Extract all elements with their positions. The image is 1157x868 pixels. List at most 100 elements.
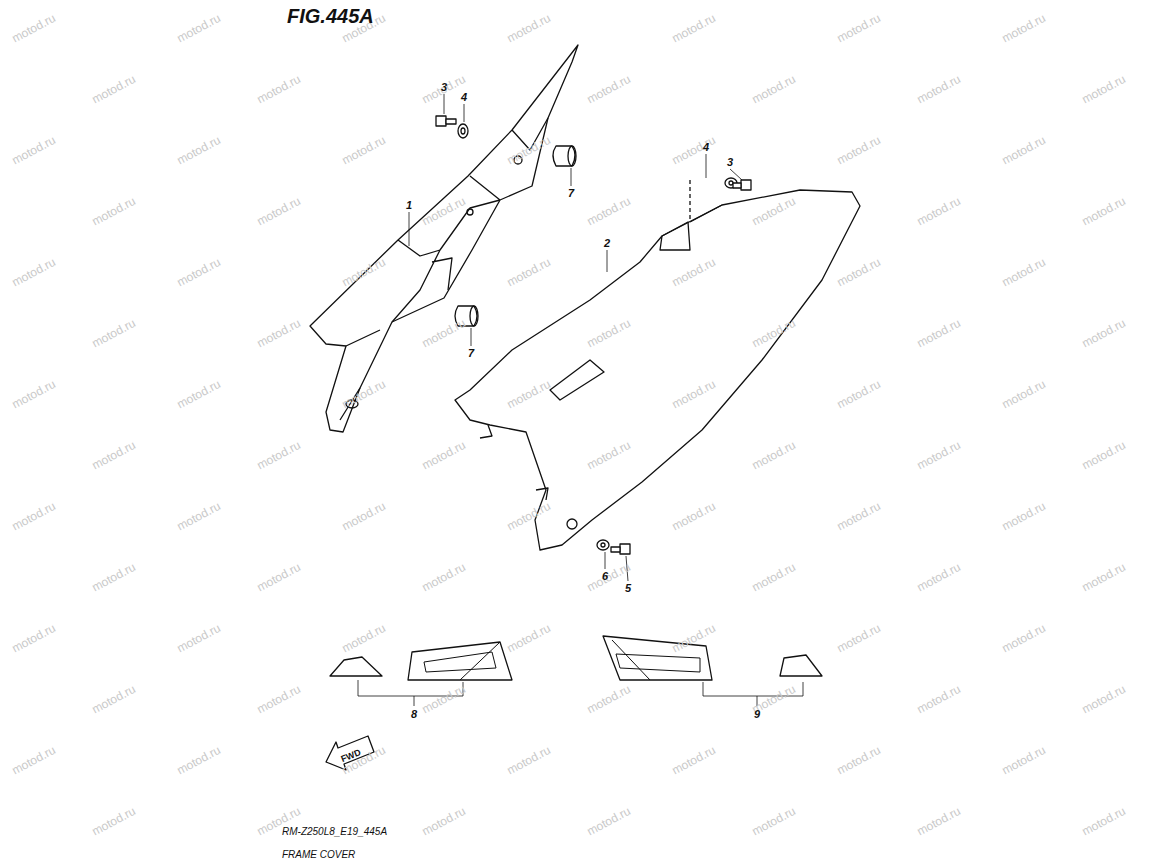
watermark: motod.ru [1080,195,1127,228]
watermark: motod.ru [1080,683,1127,716]
watermark: motod.ru [255,683,302,716]
watermark: motod.ru [1000,622,1047,655]
watermark: motod.ru [175,134,222,167]
watermark: motod.ru [420,805,467,838]
watermark: motod.ru [340,500,387,533]
watermark: motod.ru [255,195,302,228]
watermark: motod.ru [175,500,222,533]
callout-number: 2 [604,238,610,249]
watermark: motod.ru [340,622,387,655]
callout-number: 8 [411,709,417,720]
callout-number: 6 [602,571,608,582]
watermark: motod.ru [670,500,717,533]
watermark: motod.ru [90,73,137,106]
watermark: motod.ru [175,256,222,289]
watermark: motod.ru [835,256,882,289]
mount-hole [567,519,577,529]
watermark: motod.ru [175,744,222,777]
watermark: motod.ru [750,73,797,106]
watermark: motod.ru [835,744,882,777]
watermark: motod.ru [585,683,632,716]
watermark: motod.ru [915,73,962,106]
model-code: RM-Z250L8_E19_445A [282,827,387,837]
callout-number: 3 [441,82,447,93]
watermark: motod.ru [1080,439,1127,472]
watermark: motod.ru [1080,805,1127,838]
watermark: motod.ru [835,134,882,167]
watermark: motod.ru [915,805,962,838]
bolt [611,544,630,554]
watermark: motod.ru [10,622,57,655]
watermark: motod.ru [505,744,552,777]
watermark: motod.ru [915,317,962,350]
watermark: motod.ru [915,195,962,228]
watermark: motod.ru [750,805,797,838]
decal [408,642,512,680]
watermark: motod.ru [255,561,302,594]
watermark: motod.ru [1000,134,1047,167]
watermark: motod.ru [420,683,467,716]
watermark: motod.ru [835,12,882,45]
watermark: motod.ru [420,439,467,472]
watermark: motod.ru [915,439,962,472]
watermark: motod.ru [10,134,57,167]
frame-cover-right-detail [480,205,722,500]
watermark: motod.ru [1080,561,1127,594]
watermark: motod.ru [10,256,57,289]
mount-hole [467,209,473,215]
callout-number: 4 [461,92,467,103]
watermark: motod.ru [10,378,57,411]
watermark: motod.ru [255,73,302,106]
decal [780,655,822,676]
watermark: motod.ru [670,744,717,777]
watermark: motod.ru [1000,378,1047,411]
watermark: motod.ru [10,500,57,533]
watermark: motod.ru [585,805,632,838]
watermark: motod.ru [750,439,797,472]
callout-number: 3 [727,157,733,168]
watermark: motod.ru [10,12,57,45]
figure-caption: FRAME COVER [282,850,355,860]
callout-number: 9 [754,709,760,720]
watermark: motod.ru [505,12,552,45]
watermark: motod.ru [90,683,137,716]
callout-number: 7 [568,188,574,199]
watermark: motod.ru [1000,500,1047,533]
watermark: motod.ru [835,500,882,533]
watermark: motod.ru [90,317,137,350]
watermark: motod.ru [505,622,552,655]
watermark: motod.ru [915,561,962,594]
watermark: motod.ru [1000,12,1047,45]
washer [458,124,468,138]
watermark: motod.ru [90,439,137,472]
watermark: motod.ru [420,561,467,594]
frame-cover-right [455,190,860,550]
watermark: motod.ru [835,378,882,411]
watermark: motod.ru [175,622,222,655]
callout-number: 7 [468,348,474,359]
watermark: motod.ru [670,12,717,45]
watermark: motod.ru [750,561,797,594]
watermark: motod.ru [10,744,57,777]
bolt [436,116,456,126]
watermark: motod.ru [90,805,137,838]
watermark: motod.ru [340,134,387,167]
watermark: motod.ru [255,439,302,472]
decal [330,657,382,676]
watermark: motod.ru [1000,256,1047,289]
watermark: motod.ru [175,378,222,411]
phantom-line [689,180,690,222]
watermark: motod.ru [1080,317,1127,350]
grommet [553,146,576,166]
watermark: motod.ru [255,317,302,350]
callout-number: 4 [703,142,709,153]
watermark: motod.ru [670,134,717,167]
watermark: motod.ru [175,12,222,45]
watermark: motod.ru [915,683,962,716]
watermark: motod.ru [835,622,882,655]
watermark: motod.ru [1000,744,1047,777]
decal-graphic [424,642,500,680]
watermark: motod.ru [90,195,137,228]
callout-number: 1 [406,200,412,211]
